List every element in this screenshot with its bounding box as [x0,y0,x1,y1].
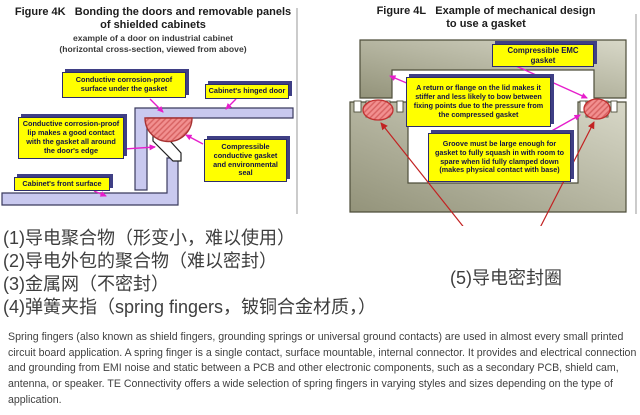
arrow-left-gasket [380,122,464,226]
figure-4k-title: Figure 4K Bonding the doors and removabl… [8,6,298,32]
right-emc-gasket-shape [583,98,611,120]
figure-4k-arrows [93,98,237,197]
door-gasket-shape [144,117,193,143]
figure-4k-title-line2: of shielded cabinets [100,18,206,31]
arrow-groove [547,114,581,134]
label-groove: Groove must be large enough for gasket t… [428,133,571,182]
note-item-4: (4)弹簧夹指（spring fingers，铍铜合金材质，） [3,297,377,317]
note5-arrows [380,121,595,226]
arrow-front-surface [93,190,107,197]
notes-list: (1)导电聚合物（形变小，难以使用） (2)导电外包的聚合物（难以密封） (3)… [3,227,376,319]
note-item-2: (2)导电外包的聚合物（难以密封） [3,251,277,271]
label-emc-gasket: Compressible EMC gasket [492,44,594,67]
label-return-flange: A return or flange on the lid makes it s… [406,77,551,127]
figure-4k-subtitle-line2: (horizontal cross-section, viewed from a… [59,44,247,55]
label-conductive-lip: Conductive corrosion-proof lip makes a g… [18,117,124,159]
label-compressible-gasket: Compressible conductive gasket and envir… [204,139,287,182]
note-item-3: (3)金属网（不密封） [3,274,169,294]
figure-4l-title: Figure 4L Example of mechanical design t… [336,5,636,31]
groove-notch [353,100,362,113]
note-item-1: (1)导电聚合物（形变小，难以使用） [3,228,295,248]
arrow-flange [389,75,410,85]
label-front-surface: Cabinet's front surface [14,177,110,191]
figure-4k-subtitle-line1: example of a door on industrial cabinet [73,33,233,43]
figure-4k-title-line1: Figure 4K Bonding the doors and removabl… [14,6,292,18]
arrow-hinged-door [225,98,237,110]
arrow-gasket [185,134,204,145]
figure-4l-title-line1: Figure 4L Example of mechanical design [376,5,596,17]
figure-4k-subtitle: example of a door on industrial cabinet … [8,33,298,55]
figure-4l-title-line2: to use a gasket [446,17,526,30]
left-emc-gasket-shape [362,99,394,121]
groove-notch [396,100,404,113]
base-shape [349,101,627,213]
arrow-right-gasket [540,121,595,226]
arrow-surface [149,98,164,113]
note-item-5: (5)导电密封圈 [450,268,562,288]
label-hinged-door: Cabinet's hinged door [205,84,289,99]
groove-notch [610,100,618,113]
arrow-lip [123,144,156,151]
spring-fingers-paragraph: Spring fingers (also known as shield fin… [8,331,637,406]
label-conductive-surface: Conductive corrosion-proof surface under… [62,72,186,98]
